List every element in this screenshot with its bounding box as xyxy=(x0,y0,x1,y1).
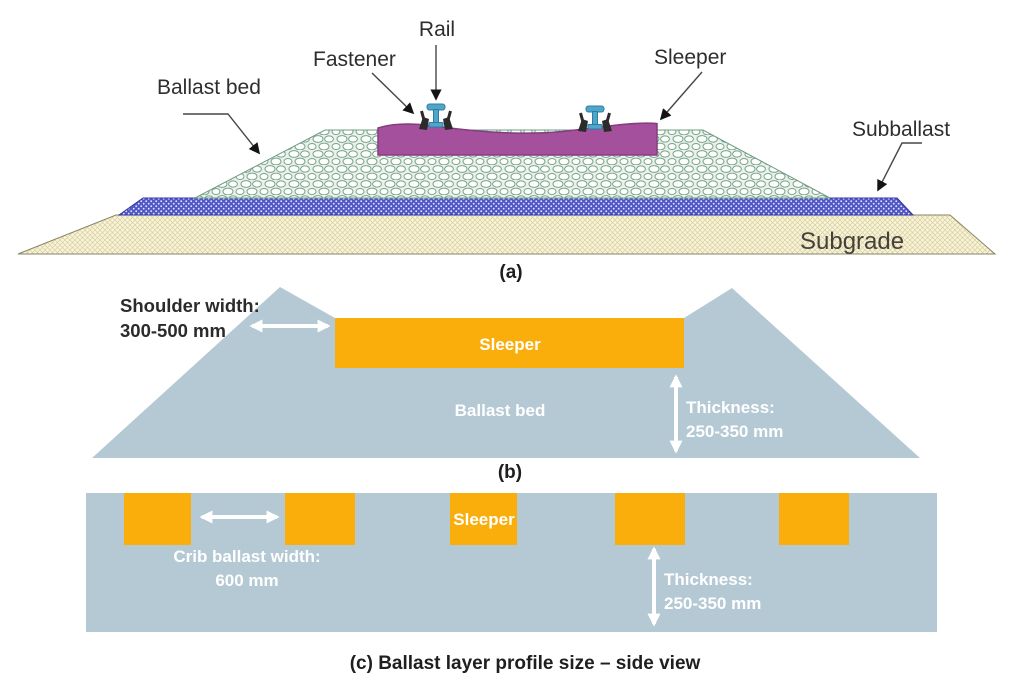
crib-width-label-line2: 600 mm xyxy=(215,571,278,590)
sleeper-1 xyxy=(124,493,191,545)
ballast-bed-label: Ballast bed xyxy=(157,76,261,99)
fastener-leader xyxy=(371,72,415,115)
panel-a-diagram: Ballast bed Fastener Rail Sleeper Subbal… xyxy=(17,18,997,283)
fastener-label: Fastener xyxy=(313,48,396,71)
sleeper-leader xyxy=(659,71,703,121)
rail-left xyxy=(419,103,453,130)
subballast-leader xyxy=(877,142,922,192)
ballast-bed-label-b: Ballast bed xyxy=(455,401,546,420)
ballast-bed-leader xyxy=(183,113,261,155)
panel-a-caption: (a) xyxy=(499,262,522,283)
panel-c-caption: (c) Ballast layer profile size – side vi… xyxy=(350,653,701,674)
shoulder-width-label-line1: Shoulder width: xyxy=(120,295,260,316)
sleeper-label-c: Sleeper xyxy=(453,510,515,529)
shoulder-width-label-line2: 300-500 mm xyxy=(120,320,226,341)
sleeper-2 xyxy=(285,493,355,545)
sleeper-row xyxy=(124,493,849,545)
thickness-label-c-line2: 250-350 mm xyxy=(664,594,761,613)
sleeper-label: Sleeper xyxy=(654,46,726,69)
sleeper-4 xyxy=(615,493,685,545)
thickness-label-c-line1: Thickness: xyxy=(664,570,753,589)
subballast-label: Subballast xyxy=(852,118,950,141)
subballast-layer xyxy=(117,197,915,216)
fastener-left-pair xyxy=(419,110,453,130)
rail-label: Rail xyxy=(419,18,455,41)
thickness-label-b-line1: Thickness: xyxy=(686,398,775,417)
ballast-bed-layer xyxy=(194,129,831,199)
panel-b-diagram: Shoulder width: 300-500 mm Sleeper Balla… xyxy=(92,287,920,483)
sleeper-3 xyxy=(450,493,517,545)
panel-c-diagram: Sleeper Crib ballast width: 600 mm Thick… xyxy=(86,493,937,674)
panel-b-caption: (b) xyxy=(498,462,522,483)
thickness-label-b-line2: 250-350 mm xyxy=(686,422,783,441)
sleeper-rect xyxy=(335,318,684,368)
crib-width-label-line1: Crib ballast width: xyxy=(173,547,320,566)
sleeper-label-b: Sleeper xyxy=(479,335,541,354)
fastener-right-pair xyxy=(578,112,612,132)
sleeper-5 xyxy=(779,493,849,545)
rail-right xyxy=(578,105,612,132)
subgrade-layer xyxy=(17,214,997,255)
subgrade-label: Subgrade xyxy=(800,228,904,255)
